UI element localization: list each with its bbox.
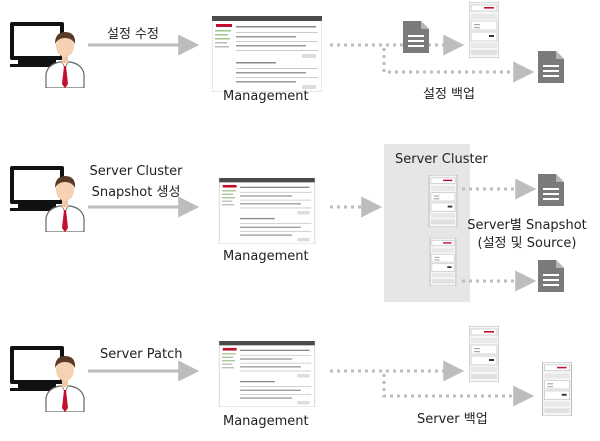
- row2-management-label: Management: [223, 249, 309, 264]
- server-rack-icon: [469, 2, 499, 58]
- user-at-monitor-icon: [8, 342, 88, 412]
- arrow-row3-dotted-bottom: [382, 374, 535, 407]
- row2-result-label-line1: Server별 Snapshot: [467, 218, 587, 233]
- document-icon: [538, 260, 564, 292]
- document-icon: [538, 51, 564, 83]
- management-screen-icon: [212, 341, 322, 407]
- server-rack-icon: [428, 238, 458, 286]
- document-icon: [403, 21, 429, 53]
- arrow-row1-dotted-bottom: [382, 48, 535, 83]
- management-screen-icon: [212, 16, 322, 92]
- row1-management-label: Management: [223, 89, 309, 104]
- server-rack-icon: [469, 326, 499, 382]
- row3-action-label: Server Patch: [100, 347, 183, 362]
- user-at-monitor-icon: [8, 18, 88, 88]
- row3-result-label: Server 백업: [417, 412, 488, 427]
- row1-result-label: 설정 백업: [423, 87, 475, 102]
- server-rack-icon: [428, 175, 458, 227]
- document-icon: [538, 174, 564, 206]
- row2-result-label-line2: (설정 및 Source): [477, 236, 577, 251]
- user-at-monitor-icon: [8, 162, 88, 232]
- cluster-label: Server Cluster: [395, 152, 488, 167]
- row2-action-label-line2: Snapshot 생성: [91, 185, 181, 200]
- management-screen-icon: [212, 178, 322, 244]
- row2-action-label-line1: Server Cluster: [89, 164, 183, 179]
- row1-action-label: 설정 수정: [107, 27, 159, 42]
- server-rack-icon: [542, 362, 572, 416]
- row3-management-label: Management: [223, 414, 309, 429]
